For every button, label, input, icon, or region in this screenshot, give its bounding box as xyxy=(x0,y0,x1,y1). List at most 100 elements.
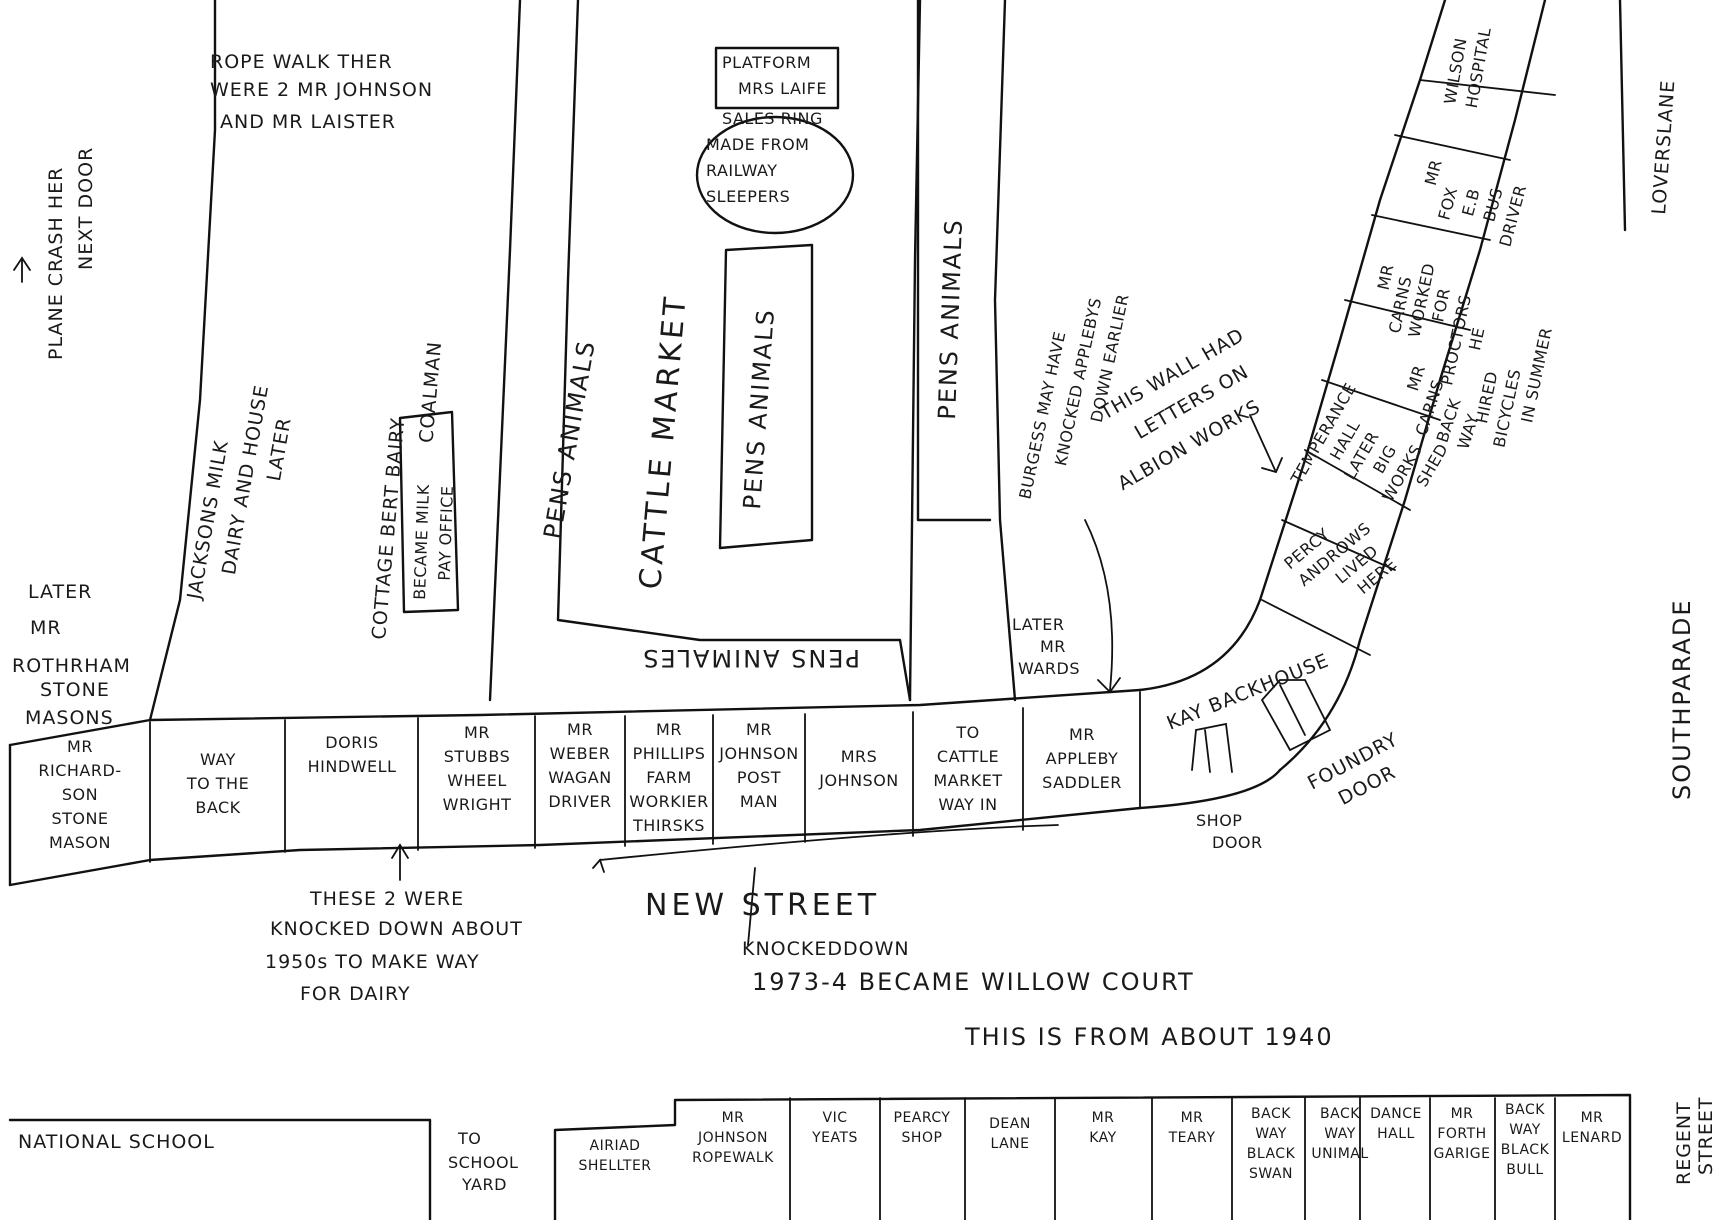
south-building-13-line-1: MR xyxy=(1581,1110,1604,1126)
north-house-1-line-5: MASON xyxy=(49,833,111,852)
south-building-12-line-2: WAY xyxy=(1509,1122,1541,1138)
south-building-8-line-4: SWAN xyxy=(1249,1166,1293,1182)
sales-ring-line4: SLEEPERS xyxy=(706,187,790,206)
north-house-4-line-2: STUBBS xyxy=(444,747,510,766)
south-building-7-line-2: TEARY xyxy=(1168,1130,1216,1146)
plane-crash-line2: NEXT DOOR xyxy=(75,147,97,270)
plane-crash-line1: PLANE CRASH HER xyxy=(45,167,67,360)
school-yard-3: YARD xyxy=(461,1175,507,1194)
north-row-top-edge xyxy=(8,688,1142,747)
south-row-top-edge xyxy=(8,1118,432,1220)
jacksons-line3: LATER xyxy=(263,416,296,483)
mrs-laife-label: MRS LAIFE xyxy=(738,79,827,98)
map-labels: ROPE WALK THER WERE 2 MR JOHNSON AND MR … xyxy=(12,26,1717,1194)
south-building-5-line-1: DEAN xyxy=(989,1116,1031,1132)
sales-ring-line1: SALES RING xyxy=(722,109,823,128)
cattle-market-label: CATTLE MARKET xyxy=(633,292,694,591)
wilson-line2: HOSPITAL xyxy=(1462,26,1495,110)
north-house-5-line-1: MR xyxy=(567,720,593,739)
south-row-buildings: AIRIADSHELLTERMRJOHNSONROPEWALKVICYEATSP… xyxy=(578,1102,1622,1182)
south-building-13: MR LENARD xyxy=(1562,1110,1622,1146)
rothrham-1: LATER xyxy=(28,581,92,603)
south-building-9-line-2: WAY xyxy=(1324,1126,1356,1142)
north-house-1-line-2: RICHARD- xyxy=(38,761,121,780)
jacksons-line1: JACKSONS MILK xyxy=(183,438,233,601)
south-building-5: DEAN LANE xyxy=(989,1116,1031,1152)
platform-label: PLATFORM xyxy=(722,53,811,72)
north-house-2-line-1: WAY xyxy=(200,750,236,769)
east-curve-outer xyxy=(1138,0,1447,692)
north-house-6-line-5: THIRSKS xyxy=(632,816,705,835)
north-house-10-line-2: APPLEBY xyxy=(1046,749,1119,768)
north-house-1-line-1: MR xyxy=(67,737,93,756)
pens-animals-middle: PENS ANIMALS xyxy=(738,307,780,510)
wards-2: MR xyxy=(1040,637,1066,656)
north-house-6-line-3: FARM xyxy=(646,768,692,787)
south-building-3-line-2: YEATS xyxy=(811,1130,858,1146)
south-building-9-line-3: UNIMAL xyxy=(1311,1146,1368,1162)
regent-2: STREET xyxy=(1695,1097,1717,1175)
pens-animals-left: PENS ANIMALS xyxy=(538,338,601,541)
south-building-2-line-3: ROPEWALK xyxy=(692,1150,774,1166)
mr-fox-2: FOX xyxy=(1434,185,1461,222)
north-house-9-line-4: WAY IN xyxy=(938,795,997,814)
became-milk-line1: BECAME MILK xyxy=(410,484,433,600)
mr-fox-1: MR xyxy=(1421,157,1446,187)
this-is-from-label: THIS IS FROM ABOUT 1940 xyxy=(964,1023,1334,1051)
south-parade-label: SOUTHPARADE xyxy=(1668,598,1696,800)
south-building-12-line-4: BULL xyxy=(1506,1162,1543,1178)
regent-1: REGENT xyxy=(1673,1101,1695,1185)
south-building-8-line-2: WAY xyxy=(1255,1126,1287,1142)
south-building-10-line-1: DANCE xyxy=(1370,1106,1422,1122)
north-house-8-line-2: JOHNSON xyxy=(818,771,899,790)
south-building-12-line-3: BLACK xyxy=(1501,1142,1550,1158)
north-house-2-line-2: TO THE xyxy=(186,774,249,793)
north-house-7-line-2: JOHNSON xyxy=(718,744,799,763)
sales-ring-line3: RAILWAY xyxy=(706,161,778,180)
north-house-6-line-2: PHILLIPS xyxy=(633,744,706,763)
knocked-2: 1973-4 BECAME WILLOW COURT xyxy=(752,968,1195,996)
these2-3: 1950s TO MAKE WAY xyxy=(265,951,480,973)
north-house-7-line-4: MAN xyxy=(740,792,778,811)
south-building-1-line-1: AIRIAD xyxy=(590,1138,641,1154)
north-row-bottom-edge xyxy=(8,768,1282,887)
cottage-line2: COALMAN xyxy=(415,340,446,444)
south-building-5-line-2: LANE xyxy=(990,1136,1029,1152)
north-house-1-line-4: STONE xyxy=(51,809,108,828)
south-building-2-line-1: MR xyxy=(722,1110,745,1126)
knocked-1: KNOCKEDDOWN xyxy=(742,938,910,960)
rothrham-4: STONE xyxy=(40,679,110,701)
sales-ring-line2: MADE FROM xyxy=(706,135,809,154)
north-house-10-line-1: MR xyxy=(1069,725,1095,744)
south-building-6-line-1: MR xyxy=(1092,1110,1115,1126)
pens-animals-right: PENS ANIMALS xyxy=(933,218,968,420)
south-building-12-line-1: BACK xyxy=(1505,1102,1545,1118)
wards-3: WARDS xyxy=(1018,659,1080,678)
south-building-4-line-1: PEARCY xyxy=(894,1110,951,1126)
these2-2: KNOCKED DOWN ABOUT xyxy=(270,918,523,940)
rope-walk-line3: AND MR LAISTER xyxy=(220,111,396,133)
south-building-9-line-1: BACK xyxy=(1320,1106,1360,1122)
loverslane-label: LOVERSLANE xyxy=(1648,79,1679,215)
south-building-7-line-1: MR xyxy=(1181,1110,1204,1126)
north-house-5-line-4: DRIVER xyxy=(548,792,611,811)
south-building-6-line-2: KAY xyxy=(1089,1130,1116,1146)
kay-backhouse-label: KAY BACKHOUSE xyxy=(1164,649,1333,734)
shop-door-1: SHOP xyxy=(1196,811,1242,830)
south-building-13-line-2: LENARD xyxy=(1562,1130,1622,1146)
south-building-4-line-2: SHOP xyxy=(902,1130,943,1146)
north-house-5-line-3: WAGAN xyxy=(548,768,611,787)
school-yard-2: SCHOOL xyxy=(448,1153,518,1172)
